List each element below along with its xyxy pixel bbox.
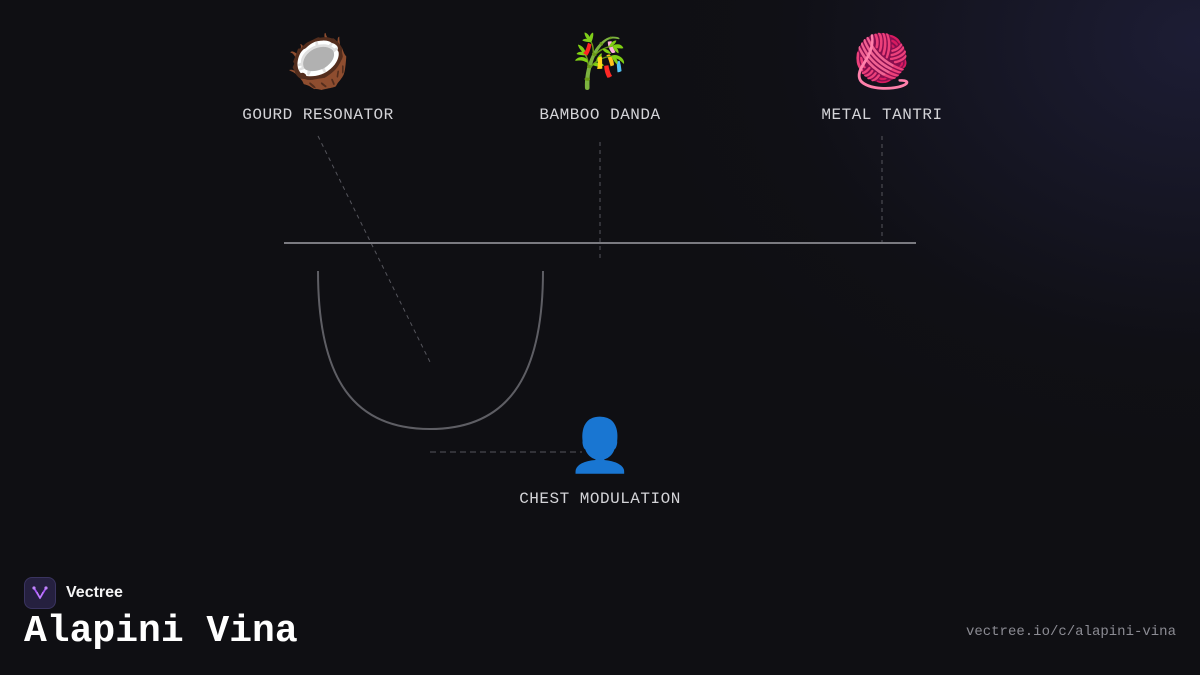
yarn-icon: 🧶 <box>849 32 915 92</box>
page-title: Alapini Vina <box>24 610 298 653</box>
node-label: METAL TANTRI <box>821 106 943 124</box>
node-metal-tantri: 🧶 METAL TANTRI <box>772 32 992 124</box>
coconut-icon: 🥥 <box>285 32 351 92</box>
vectree-logo-icon <box>24 577 56 609</box>
node-bamboo-danda: 🎋 BAMBOO DANDA <box>490 32 710 124</box>
node-label: CHEST MODULATION <box>519 490 681 508</box>
node-label: GOURD RESONATOR <box>242 106 394 124</box>
gourd-outline <box>317 270 544 431</box>
page-url[interactable]: vectree.io/c/alapini-vina <box>965 624 1176 640</box>
node-chest-modulation: 👤 CHEST MODULATION <box>490 416 710 508</box>
person-silhouette-icon: 👤 <box>567 416 633 476</box>
bamboo-icon: 🎋 <box>567 32 633 92</box>
connector-gourd <box>317 135 431 363</box>
node-gourd-resonator: 🥥 GOURD RESONATOR <box>208 32 428 124</box>
node-label: BAMBOO DANDA <box>539 106 661 124</box>
brand: Vectree <box>24 577 123 609</box>
brand-name: Vectree <box>66 584 123 601</box>
